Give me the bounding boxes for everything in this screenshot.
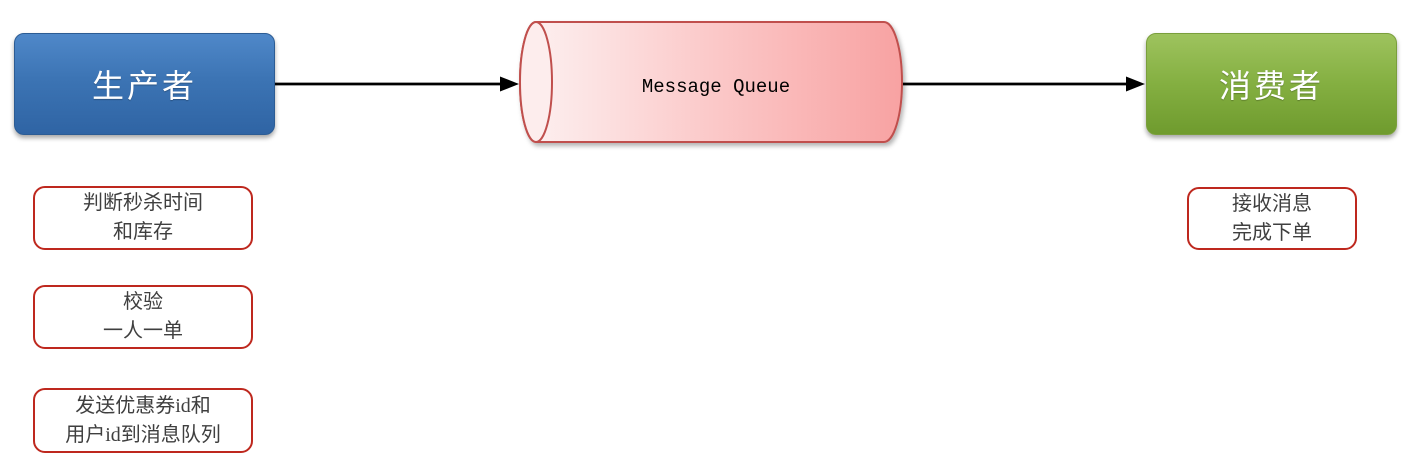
step-line: 一人一单 — [103, 320, 183, 342]
consumer-node: 消费者 — [1146, 33, 1397, 135]
arrow-producer-to-queue — [273, 76, 519, 92]
step-line: 和库存 — [113, 221, 173, 243]
step-line: 发送优惠券id和 — [75, 394, 211, 417]
message-queue-cylinder — [519, 21, 903, 143]
consumer-label: 消费者 — [1218, 68, 1324, 104]
consumer-step-receive-and-order: 接收消息 完成下单 — [1187, 187, 1357, 250]
producer-step-send-ids-to-queue: 发送优惠券id和 用户id到消息队列 — [33, 388, 253, 453]
arrowhead-icon — [1126, 76, 1145, 92]
step-line: 用户id到消息队列 — [65, 423, 221, 446]
arrowhead-icon — [500, 76, 519, 92]
arrow-queue-to-consumer — [902, 76, 1145, 92]
step-line: 判断秒杀时间 — [83, 192, 203, 214]
queue-label: Message Queue — [642, 76, 790, 98]
cylinder-left-cap — [519, 21, 553, 143]
step-line: 完成下单 — [1232, 221, 1312, 244]
producer-label: 生产者 — [91, 68, 197, 104]
step-line: 校验 — [123, 291, 163, 313]
producer-step-check-time-stock: 判断秒杀时间 和库存 — [33, 186, 253, 250]
producer-node: 生产者 — [14, 33, 275, 135]
step-line: 接收消息 — [1232, 192, 1312, 215]
producer-step-verify-one-order: 校验 一人一单 — [33, 285, 253, 349]
